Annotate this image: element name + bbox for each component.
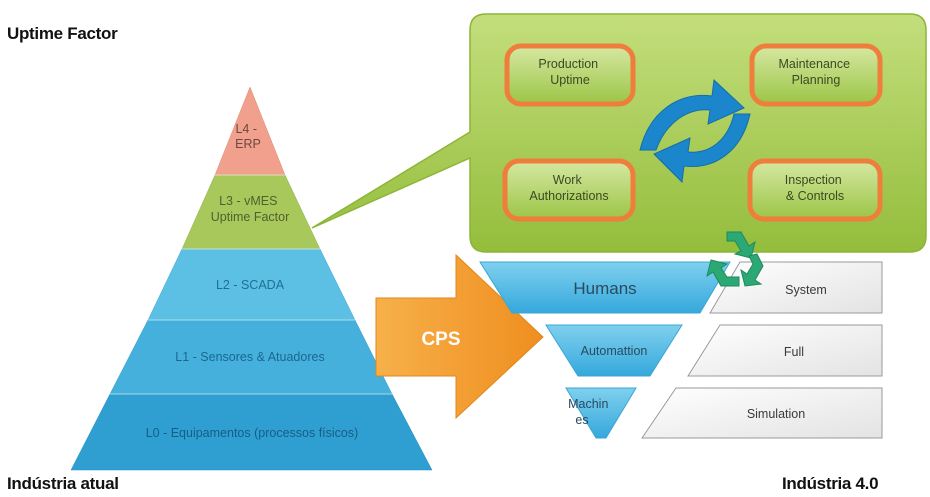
caption-industria-40: Indústria 4.0: [782, 474, 879, 493]
pyramid-l4-label: L4 - ERP: [235, 122, 261, 151]
box-maintenance-planning-label: Maintenance Planning: [778, 57, 853, 87]
pyramid-l0-label: L0 - Equipamentos (processos físicos): [146, 426, 359, 440]
machines-label: Machin es: [568, 397, 612, 427]
pyramid: L4 - ERP L3 - vMES Uptime Factor L2 - SC…: [70, 86, 433, 471]
industry40-humans-band: [479, 261, 731, 314]
box-production-uptime: [504, 43, 636, 107]
box-maintenance-planning: [749, 43, 883, 107]
industry40-machines-band: [565, 387, 637, 439]
industry40-right-boxes: System Full Simulation: [641, 261, 883, 439]
cycle-arrows-icon: [639, 78, 751, 184]
caption-industria-atual: Indústria atual: [7, 474, 119, 493]
automation-label: Automattion: [581, 344, 648, 358]
pyramid-l1-label: L1 - Sensores & Atuadores: [175, 350, 324, 364]
simulation-box: [641, 387, 883, 439]
pyramid-l2-label: L2 - SCADA: [216, 278, 285, 292]
recycle-icon: [706, 231, 764, 287]
box-inspection-controls-label: Inspection & Controls: [785, 173, 845, 203]
cps-arrow: CPS: [375, 253, 544, 420]
system-label: System: [785, 283, 827, 297]
callout: Production Uptime Maintenance Planning W…: [311, 13, 927, 253]
humans-label: Humans: [573, 279, 636, 298]
full-box: [687, 324, 883, 377]
industry40-automation-band: [545, 324, 683, 377]
cps-arrow-shape: [375, 253, 544, 420]
box-production-uptime-label: Production Uptime: [538, 57, 601, 87]
box-inspection-controls: [747, 158, 883, 222]
full-label: Full: [784, 345, 804, 359]
simulation-label: Simulation: [747, 407, 805, 421]
box-work-authorizations: [502, 158, 636, 222]
industry40-triangle: Humans Automattion Machin es: [479, 261, 731, 439]
pyramid-l3-label: L3 - vMES Uptime Factor: [211, 194, 290, 224]
caption-uptime-factor: Uptime Factor: [7, 24, 118, 43]
cps-label: CPS: [421, 329, 460, 350]
box-work-authorizations-label: Work Authorizations: [529, 173, 608, 203]
